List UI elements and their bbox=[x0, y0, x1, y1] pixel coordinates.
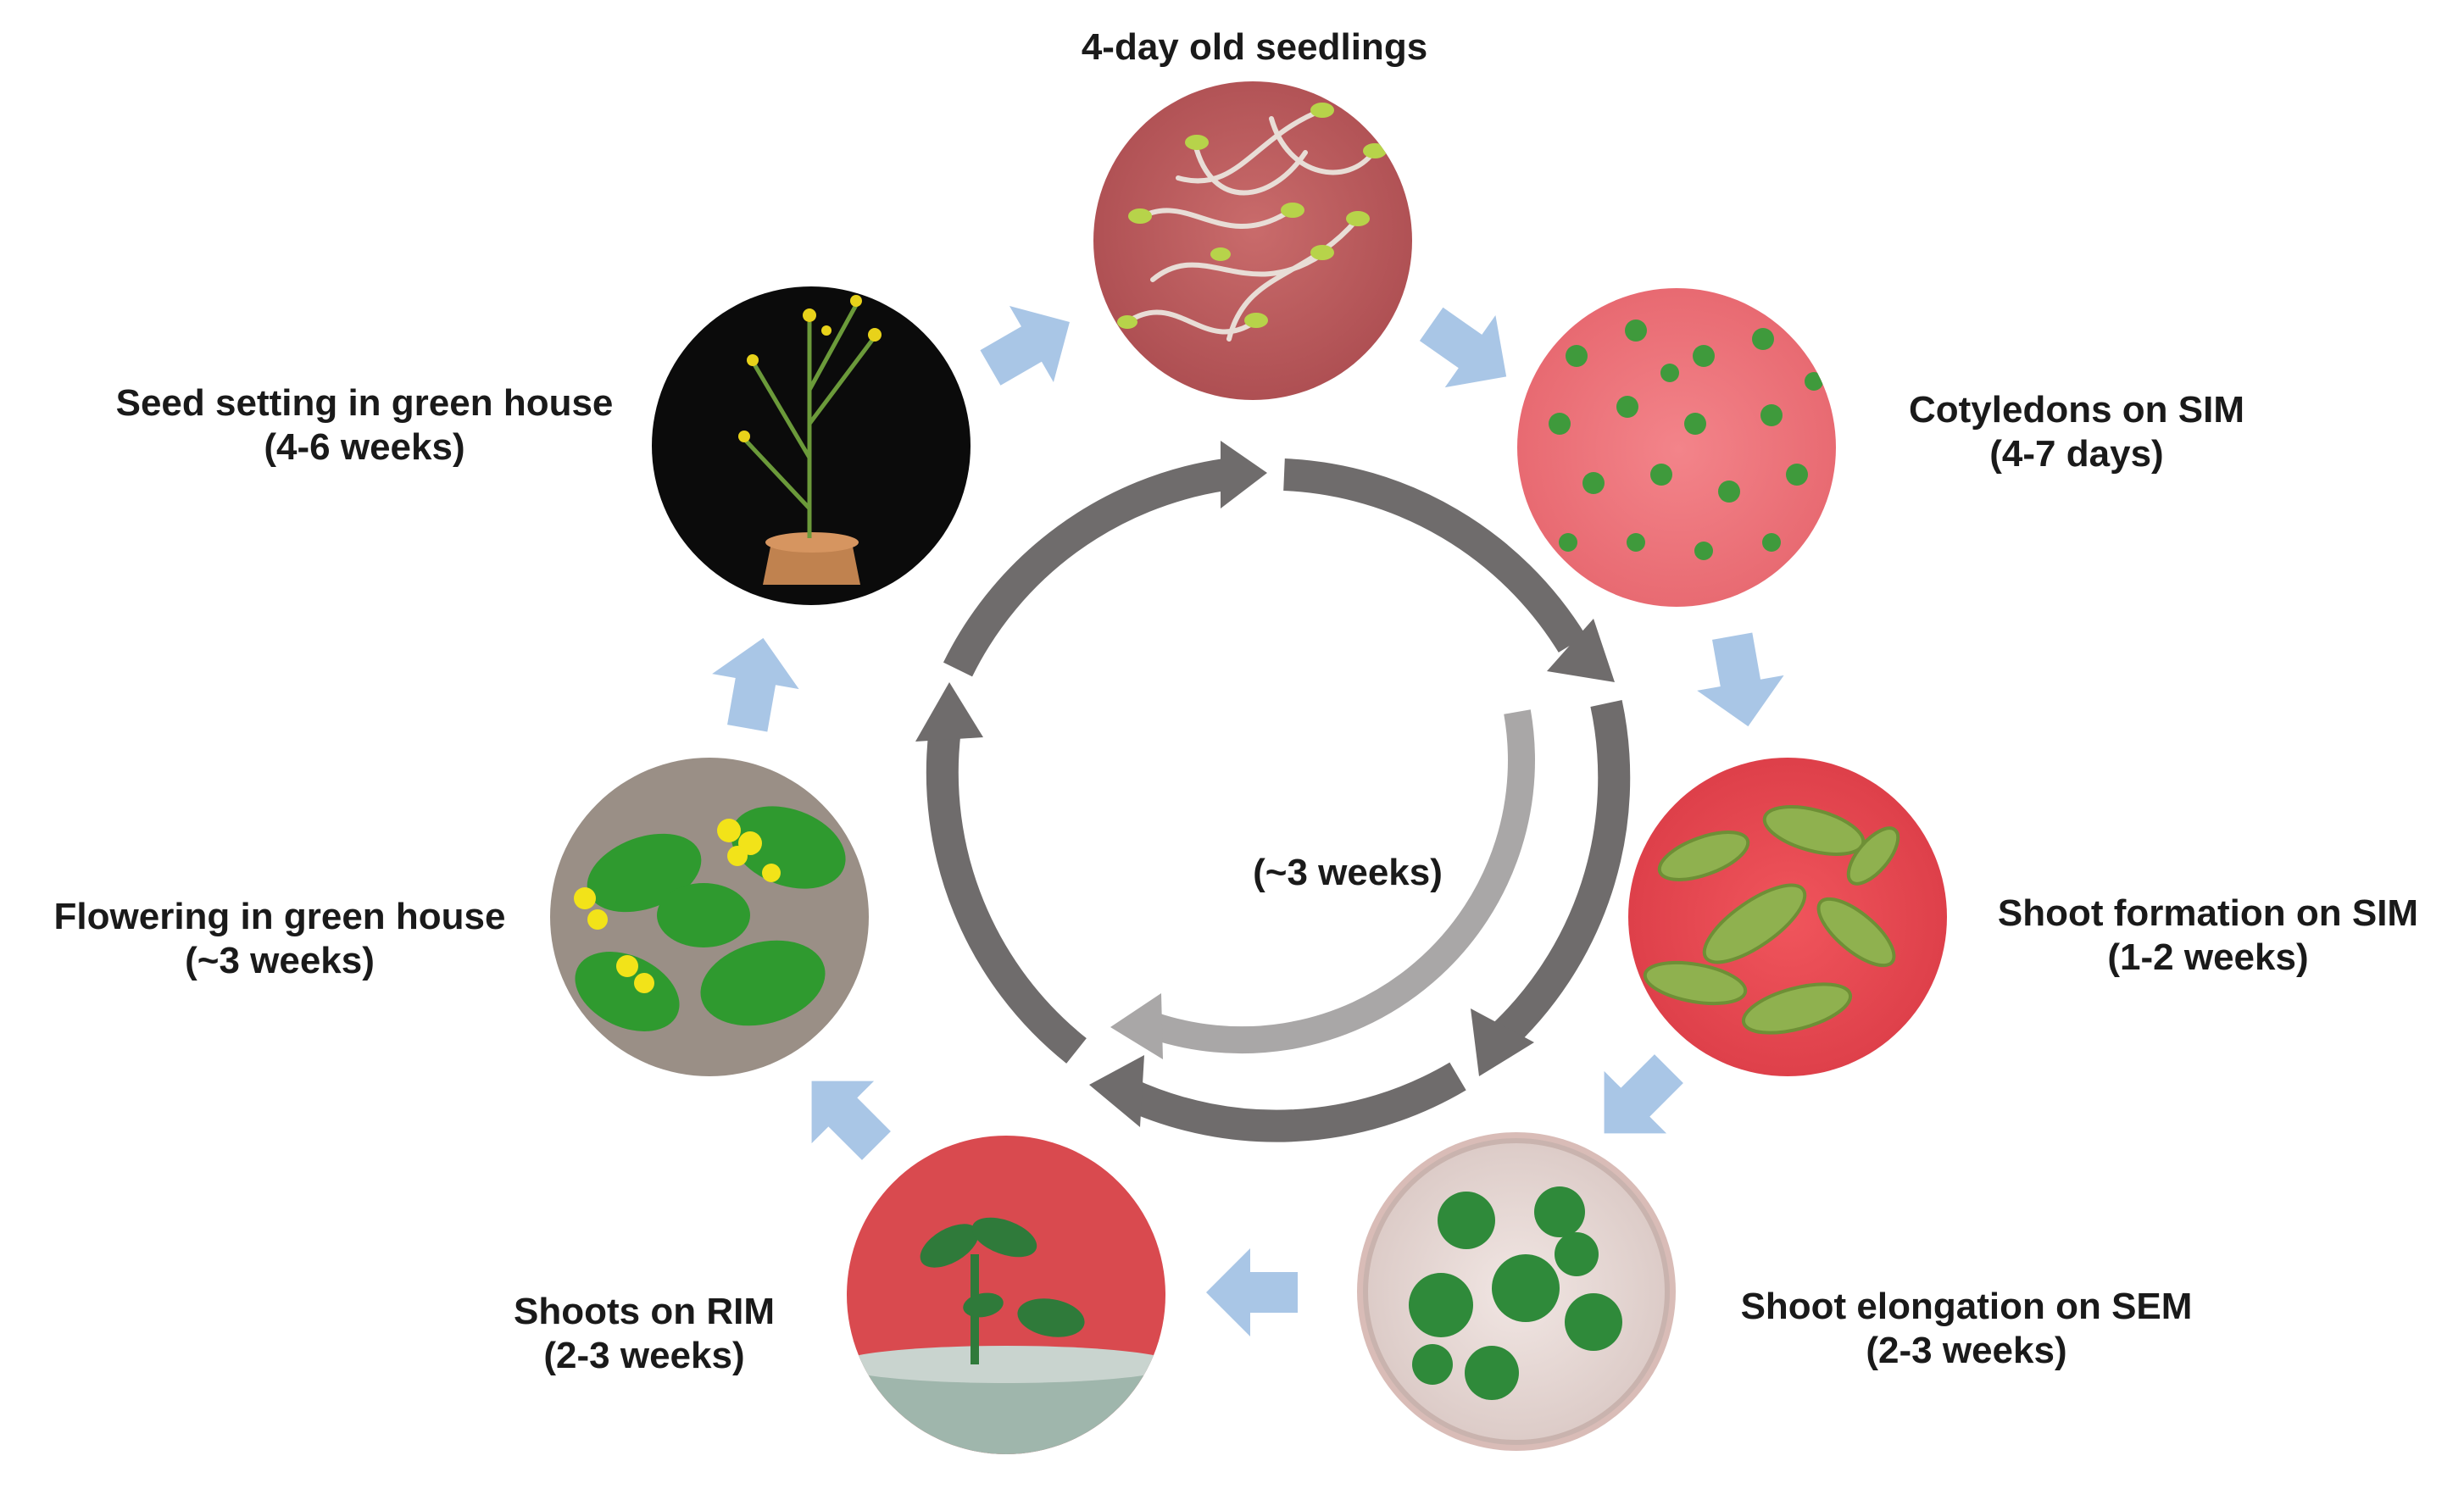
cycle-outer-arc-5 bbox=[943, 458, 1227, 677]
label-shoot-formation: Shoot formation on SIM (1-2 weeks) bbox=[1962, 892, 2454, 980]
potted-plant-photo bbox=[652, 286, 971, 605]
petri-dish-photo bbox=[1357, 1132, 1676, 1451]
cotyledons-photo bbox=[1517, 288, 1836, 607]
cycle-inner-arrowhead bbox=[1110, 993, 1163, 1059]
flow-arrows bbox=[712, 305, 1784, 1336]
label-shoot-elongation: Shoot elongation on SEM (2-3 weeks) bbox=[1704, 1285, 2229, 1373]
stage-title: Shoot formation on SIM bbox=[1997, 892, 2419, 934]
flow-arrow-7 bbox=[712, 637, 799, 732]
cycle-outer-arc-4 bbox=[926, 726, 1087, 1064]
stage-duration: (4-7 days) bbox=[1989, 433, 2164, 475]
label-seedlings: 4-day old seedlings bbox=[1000, 25, 1509, 69]
seedlings-photo bbox=[1093, 81, 1412, 400]
label-shoots-rim: Shoots on RIM (2-3 weeks) bbox=[458, 1290, 831, 1378]
flow-arrow-1 bbox=[980, 305, 1070, 386]
stage-duration: (~3 weeks) bbox=[185, 940, 375, 981]
center-duration-label: (~3 weeks) bbox=[1221, 851, 1475, 895]
cycle-outer-arc-1 bbox=[1283, 458, 1587, 653]
rooted-shoot-photo bbox=[847, 1136, 1165, 1454]
cycle-outer-arc-3 bbox=[1121, 1062, 1466, 1142]
stage-title: Seed setting in green house bbox=[115, 382, 614, 424]
cycle-outer-arrowhead-1 bbox=[1547, 619, 1615, 682]
cycle-outer-arrowhead-5 bbox=[1221, 441, 1267, 508]
stage-duration: (2-3 weeks) bbox=[543, 1335, 745, 1376]
stage-duration: (2-3 weeks) bbox=[1866, 1330, 2067, 1371]
flow-arrow-3 bbox=[1697, 632, 1784, 727]
shoot-formation-photo bbox=[1628, 758, 1947, 1076]
stage-title: 4-day old seedlings bbox=[1081, 26, 1428, 68]
stage-duration: (4-6 weeks) bbox=[264, 426, 465, 468]
cycle-outer-arrowhead-3 bbox=[1089, 1055, 1144, 1127]
stage-title: Shoots on RIM bbox=[514, 1291, 775, 1332]
stage-duration: (1-2 weeks) bbox=[2107, 936, 2309, 978]
stage-title: Flowering in green house bbox=[53, 896, 506, 937]
flow-arrow-5 bbox=[1206, 1248, 1298, 1336]
cycle-outer-arc-2 bbox=[1485, 700, 1631, 1055]
flow-arrow-6 bbox=[811, 1081, 891, 1160]
cycle-arrows bbox=[915, 441, 1631, 1142]
stage-title: Shoot elongation on SEM bbox=[1740, 1286, 2193, 1327]
label-seed-setting: Seed setting in green house (4-6 weeks) bbox=[76, 381, 653, 469]
flowering-plant-photo bbox=[550, 758, 869, 1076]
center-duration-text: (~3 weeks) bbox=[1253, 852, 1443, 893]
cycle-outer-arrowhead-4 bbox=[915, 682, 983, 742]
cycle-inner-arc bbox=[1148, 709, 1535, 1054]
cycle-outer-arrowhead-2 bbox=[1471, 1008, 1534, 1076]
stage-title: Cotyledons on SIM bbox=[1909, 389, 2244, 431]
label-flowering: Flowering in green house (~3 weeks) bbox=[17, 895, 542, 983]
flow-arrow-2 bbox=[1419, 307, 1507, 388]
label-cotyledons: Cotyledons on SIM (4-7 days) bbox=[1839, 388, 2314, 476]
flow-arrow-4 bbox=[1604, 1054, 1683, 1134]
